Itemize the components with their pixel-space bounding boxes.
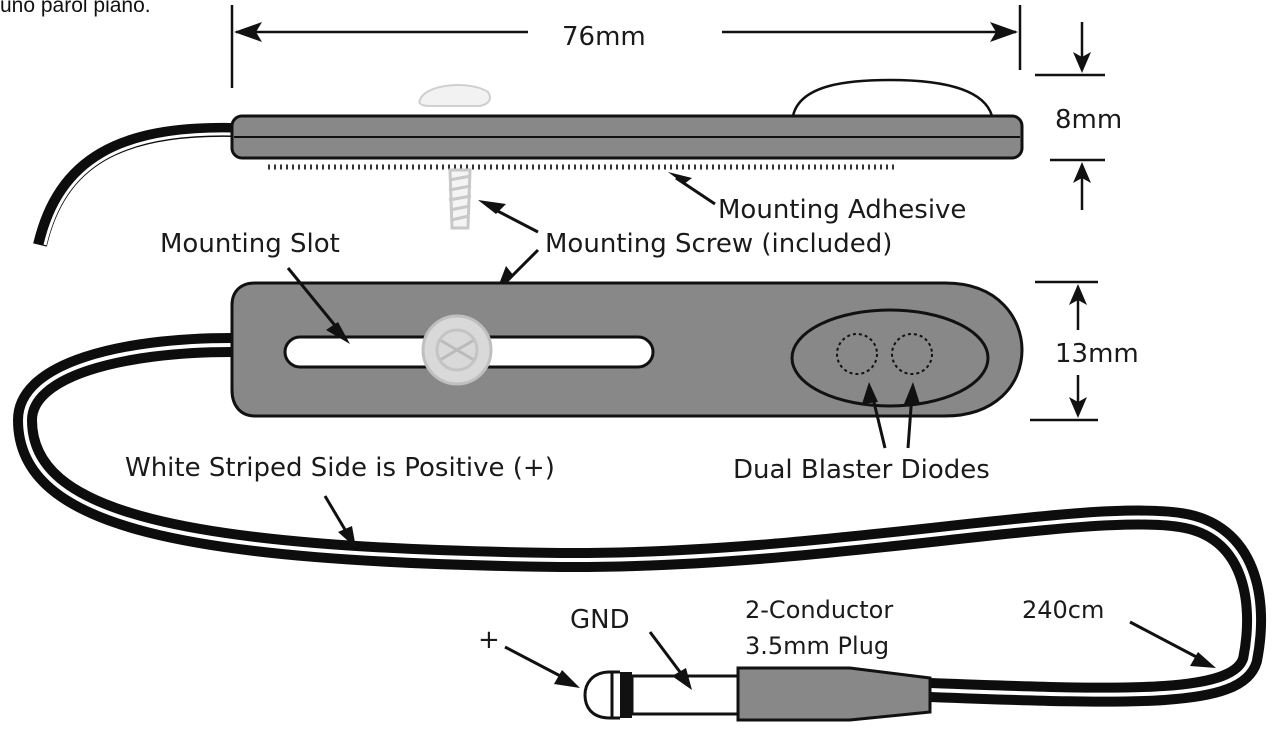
header-fragment: uno parol piano. <box>0 0 151 17</box>
side-cable <box>33 122 233 247</box>
diode-housing <box>790 308 990 408</box>
side-dome <box>791 78 994 118</box>
plug-label-line1: 2-Conductor <box>745 596 893 624</box>
length-label: 76mm <box>562 22 646 52</box>
side-view: 76mm 8mm Mounting Adhesive Mounting Scre… <box>33 5 1122 292</box>
screw-head <box>418 84 491 107</box>
screw-label: Mounting Screw (included) <box>545 229 892 259</box>
plug-body <box>736 666 932 722</box>
plug-tip <box>583 670 614 720</box>
adhesive-label: Mounting Adhesive <box>718 195 966 225</box>
gnd-label: GND <box>570 605 630 635</box>
top-view: Mounting Slot 13mm Dual Blaster Diodes W… <box>125 229 1139 548</box>
cable-length-label: 240cm <box>1022 596 1104 624</box>
positive-side-label: White Striped Side is Positive (+) <box>125 453 555 483</box>
plug-insulator <box>620 672 632 718</box>
slot-label: Mounting Slot <box>160 229 340 259</box>
thickness-label: 8mm <box>1055 105 1122 135</box>
plug: + GND 2-Conductor 3.5mm Plug 240cm <box>478 596 1216 722</box>
diodes-label: Dual Blaster Diodes <box>733 455 990 485</box>
diode-left <box>836 333 878 375</box>
plus-label: + <box>478 625 500 655</box>
cable-stripe <box>22 343 1257 697</box>
screw-shank <box>448 168 472 230</box>
cable <box>12 333 1267 707</box>
diode-right <box>891 333 933 375</box>
plug-label-line2: 3.5mm Plug <box>745 632 889 660</box>
width-label: 13mm <box>1055 339 1139 369</box>
